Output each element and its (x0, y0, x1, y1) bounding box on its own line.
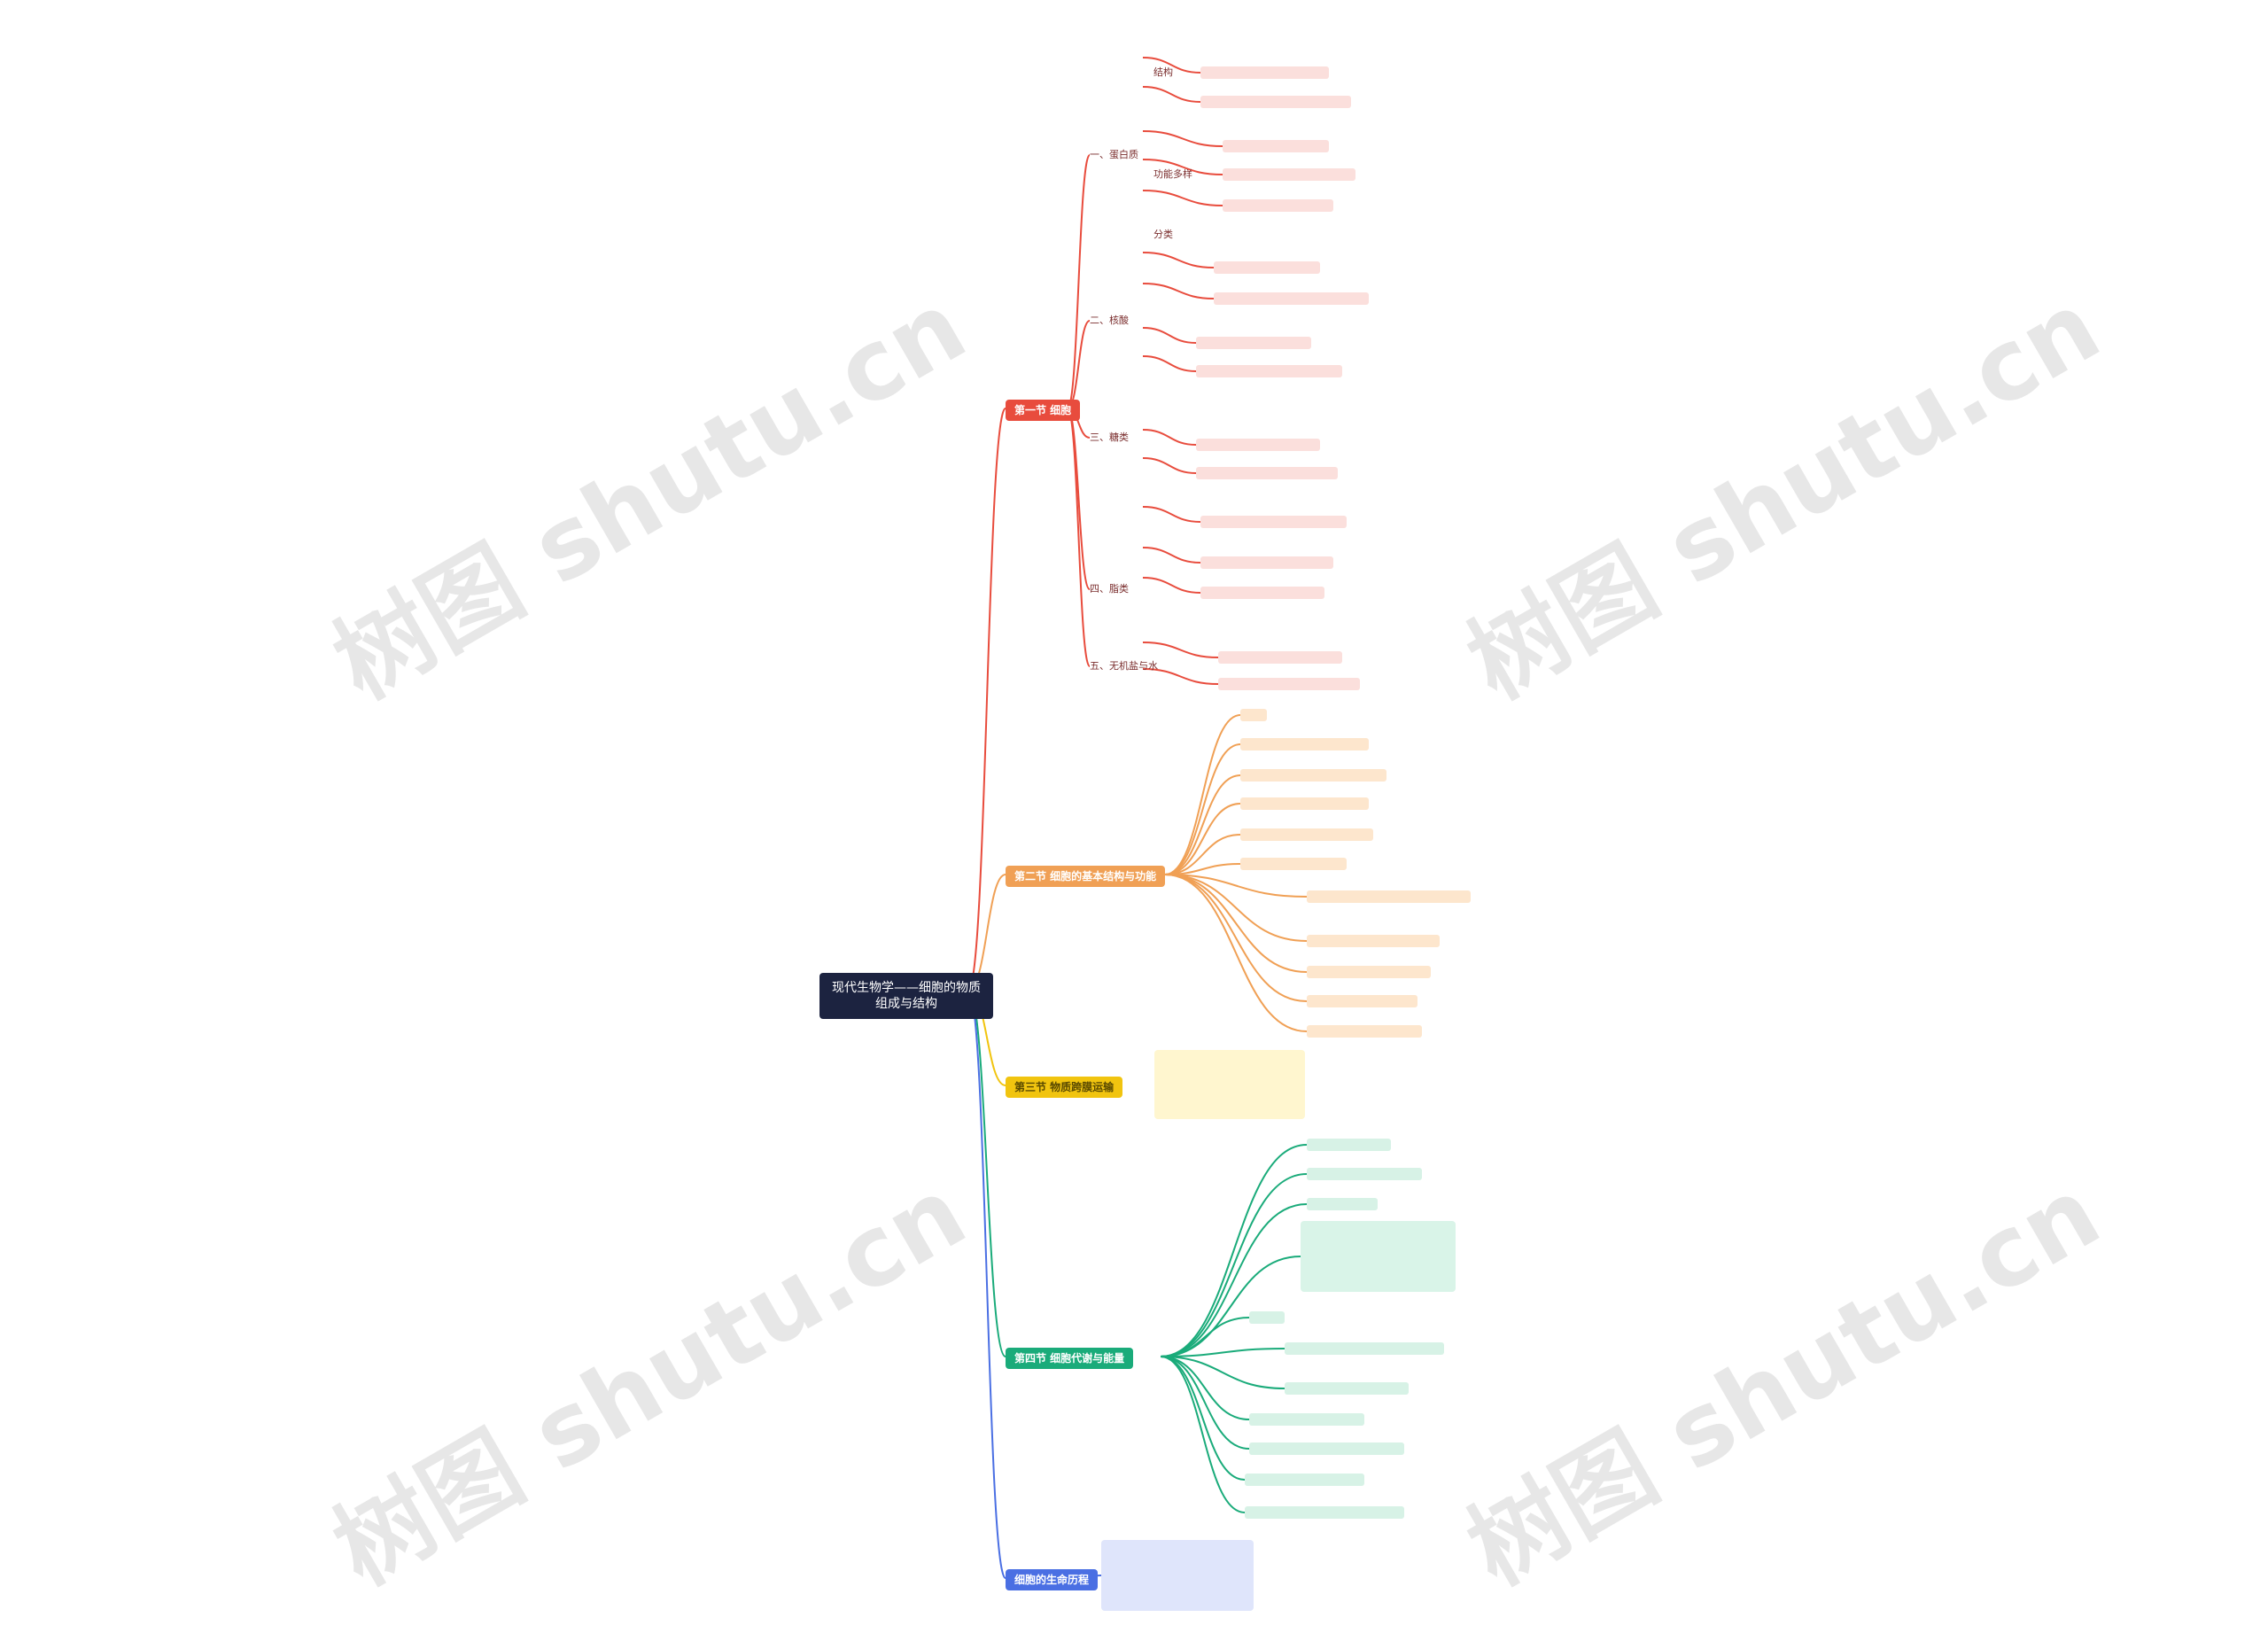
leaf-pill (1240, 709, 1267, 721)
connector-line (1160, 1356, 1285, 1389)
leaf-pill (1240, 828, 1373, 841)
leaf-pill (1249, 1311, 1285, 1324)
leaf-pill (1200, 66, 1329, 79)
leaf-pill (1200, 587, 1324, 599)
sub-node[interactable]: 五、无机盐与水 (1090, 660, 1158, 672)
leaf-pill (1240, 738, 1369, 750)
connector-line (967, 989, 1006, 1579)
connector-line (1164, 714, 1241, 875)
connector-line (1142, 190, 1223, 206)
leaf-pill (1196, 439, 1320, 451)
sub-node[interactable]: 一、蛋白质 (1090, 149, 1138, 160)
leaf-pill (1245, 1506, 1404, 1519)
leaf-pill (1249, 1442, 1404, 1455)
leaf-pill (1240, 797, 1369, 810)
connector-line (1067, 408, 1091, 590)
connector-line (1164, 874, 1308, 973)
leaf-pill (1218, 678, 1360, 690)
leaf-pill (1307, 890, 1471, 903)
connector-line (1142, 457, 1197, 474)
leaf-pill (1285, 1382, 1409, 1395)
connector-line (1164, 874, 1308, 1032)
connector-line (1142, 642, 1219, 658)
branch-node-2[interactable]: 第二节 细胞的基本结构与功能 (1006, 866, 1166, 887)
connector-line (1067, 408, 1091, 667)
branch-node-1[interactable]: 第一节 细胞 (1006, 400, 1081, 421)
sub-node[interactable]: 二、核酸 (1090, 315, 1129, 326)
leaf-pill (1196, 337, 1311, 349)
leaf-pill (1218, 651, 1342, 664)
leaf-pill (1307, 935, 1440, 947)
connector-line (1160, 1356, 1246, 1513)
sub-node[interactable]: 三、糖类 (1090, 432, 1129, 443)
leaf-pill (1240, 858, 1347, 870)
connector-line (1142, 668, 1219, 685)
connector-line (1142, 283, 1215, 299)
leaf-pill (1223, 140, 1329, 152)
branch-node-4[interactable]: 第四节 细胞代谢与能量 (1006, 1348, 1134, 1369)
leaf-pill (1200, 516, 1347, 528)
connector-line (1142, 327, 1197, 344)
leaf-pill (1214, 261, 1320, 274)
branch-node-5[interactable]: 细胞的生命历程 (1006, 1569, 1099, 1590)
sub-node[interactable]: 四、脂类 (1090, 583, 1129, 595)
connector-line (1160, 1356, 1250, 1450)
sub-node[interactable]: 分类 (1153, 229, 1173, 240)
connector-line (1164, 874, 1308, 1002)
connector-line (967, 408, 1006, 991)
connector-line (1164, 774, 1241, 875)
leaf-pill (1223, 199, 1333, 212)
connector-line (1142, 355, 1197, 372)
sub-node[interactable]: 结构 (1153, 66, 1173, 78)
leaf-pill (1307, 1168, 1422, 1180)
connector-line (1142, 547, 1201, 564)
connector-line (1164, 874, 1308, 898)
connector-line (1142, 86, 1201, 103)
connector-line (1160, 1256, 1301, 1357)
leaf-pill (1200, 96, 1351, 108)
leaf-pill (1285, 1342, 1444, 1355)
connector-line (1160, 1348, 1285, 1357)
leaf-pill (1240, 769, 1386, 782)
leaf-pill (1307, 966, 1431, 978)
connector-line (1160, 1173, 1308, 1357)
connector-line (1164, 874, 1308, 942)
table-card-4 (1301, 1221, 1456, 1292)
table-card-3 (1154, 1050, 1305, 1119)
leaf-pill (1307, 1139, 1391, 1151)
leaf-pill (1223, 168, 1355, 181)
leaf-pill (1196, 467, 1338, 479)
leaf-pill (1307, 1025, 1422, 1038)
connector-line (1142, 429, 1197, 446)
leaf-pill (1307, 1198, 1378, 1210)
connector-line (1142, 130, 1223, 147)
connector-line (1142, 252, 1215, 268)
connector-line (1142, 57, 1201, 74)
connector-line (1142, 506, 1201, 523)
root-node[interactable]: 现代生物学——细胞的物质组成与结构 (819, 973, 993, 1019)
leaf-pill (1307, 995, 1418, 1007)
connector-line (1142, 159, 1223, 175)
leaf-pill (1200, 556, 1333, 569)
connector-line (1164, 803, 1241, 875)
connector-line (1067, 154, 1091, 409)
connector-line (1160, 1356, 1246, 1481)
connector-line (1160, 1203, 1308, 1357)
connector-line (1142, 577, 1201, 594)
leaf-pill (1245, 1474, 1364, 1486)
leaf-pill (1214, 292, 1369, 305)
leaf-pill (1249, 1413, 1364, 1426)
connector-line (1164, 834, 1241, 875)
connector-line (1164, 743, 1241, 875)
table-card-5 (1101, 1540, 1254, 1611)
connector-line (1160, 1356, 1250, 1420)
sub-node[interactable]: 功能多样 (1153, 168, 1192, 180)
branch-node-3[interactable]: 第三节 物质跨膜运输 (1006, 1077, 1123, 1098)
connector-line (1160, 1144, 1308, 1357)
leaf-pill (1196, 365, 1342, 377)
